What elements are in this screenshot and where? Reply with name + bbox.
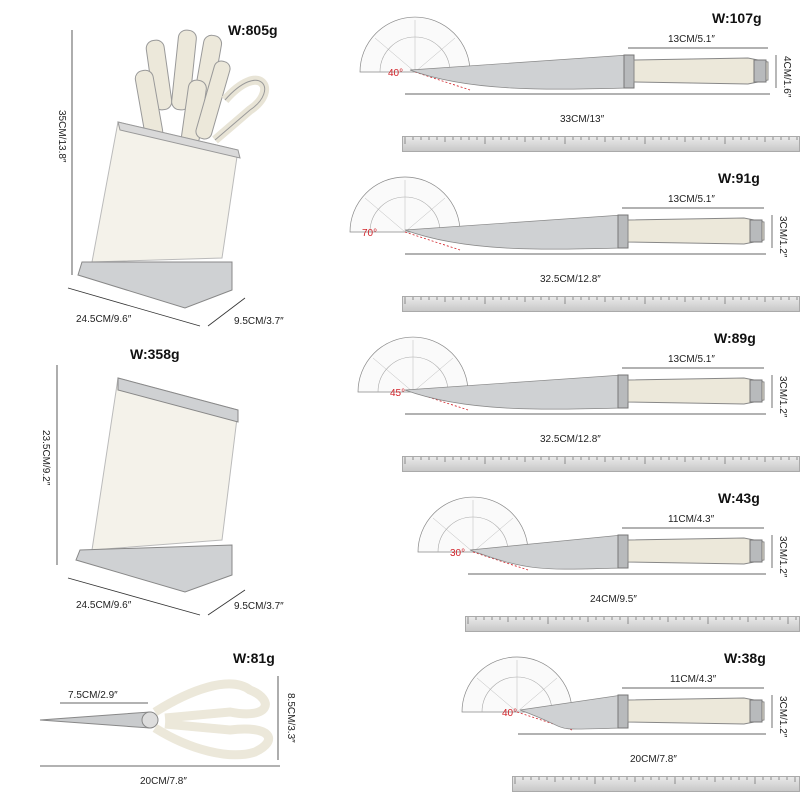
knife-height: 3CM/1.2″ [777, 696, 788, 738]
knife-edge-angle: 40° [502, 708, 518, 719]
knife-edge-angle: 70° [362, 228, 378, 239]
knife-handle-length: 13CM/5.1″ [668, 194, 715, 205]
block-empty-weight: W:358g [130, 346, 180, 362]
knife-edge-angle: 40° [388, 68, 404, 79]
block-full-weight: W:805g [228, 22, 278, 38]
block-empty-depth: 9.5CM/3.7″ [234, 601, 284, 612]
scissors-length: 20CM/7.8″ [140, 776, 187, 787]
scissors-weight: W:81g [233, 650, 275, 666]
knife-edge-angle: 30° [450, 548, 466, 559]
knife-total-length: 32.5CM/12.8″ [540, 274, 601, 285]
ruler [402, 456, 800, 472]
knife-handle [627, 377, 765, 405]
knife-handle-length: 11CM/4.3″ [670, 674, 717, 685]
block-full-depth: 9.5CM/3.7″ [234, 316, 284, 327]
ruler [512, 776, 800, 792]
ruler [402, 136, 800, 152]
block-full-width: 24.5CM/9.6″ [76, 314, 132, 325]
knife-edge-angle: 45° [390, 388, 406, 399]
knife-weight: W:91g [718, 170, 760, 186]
protractor-icon [461, 656, 573, 731]
protractor-icon [417, 496, 529, 571]
knife-handle [627, 537, 765, 565]
knife-handle-length: 11CM/4.3″ [668, 514, 715, 525]
protractor-icon [359, 16, 471, 91]
knife-handle [627, 697, 765, 725]
knife-total-length: 20CM/7.8″ [630, 754, 677, 765]
knife-bolster [617, 694, 629, 729]
knife-weight: W:89g [714, 330, 756, 346]
knife-total-length: 33CM/13″ [560, 114, 605, 125]
protractor-icon [349, 176, 461, 251]
knife-weight: W:43g [718, 490, 760, 506]
knife-handle [633, 57, 769, 85]
block-empty-width: 24.5CM/9.6″ [76, 600, 132, 611]
knife-handle-length: 13CM/5.1″ [668, 354, 715, 365]
knife-total-length: 32.5CM/12.8″ [540, 434, 601, 445]
protractor-icon [357, 336, 469, 411]
knife-weight: W:107g [712, 10, 762, 26]
knife-handle-length: 13CM/5.1″ [668, 34, 715, 45]
knife-handles-group [134, 29, 270, 146]
knife-total-length: 24CM/9.5″ [590, 594, 637, 605]
knife-handle [627, 217, 765, 245]
knife-weight: W:38g [724, 650, 766, 666]
ruler [402, 296, 800, 312]
scissors-blade-length: 7.5CM/2.9″ [68, 690, 118, 701]
